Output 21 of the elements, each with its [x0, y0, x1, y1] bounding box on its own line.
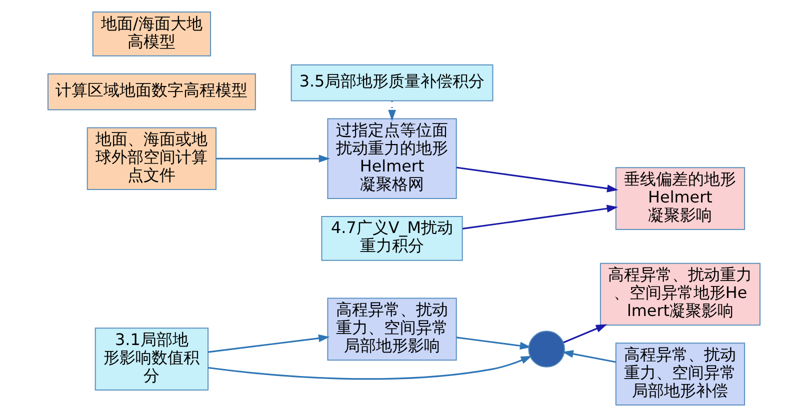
- arrow: [216, 154, 330, 163]
- arrow: [388, 101, 396, 122]
- arrow: [562, 350, 616, 363]
- node-box: 4.7广义V_M扰动重力积分: [320, 216, 462, 261]
- arrow: [456, 336, 531, 350]
- node-box: 高程异常、扰动重力、空间异常局部地形补偿: [614, 342, 745, 406]
- node-box: 计算区域地面数字高程模型: [47, 73, 256, 110]
- arrow: [456, 166, 618, 192]
- node-box: 地面、海面或地球外部空间计算点文件: [86, 127, 216, 190]
- node-box: 垂线偏差的地形Helmert凝聚影响: [614, 167, 745, 230]
- arrow: [462, 204, 618, 230]
- node-box: 地面/海面大地高模型: [92, 12, 211, 56]
- node-box: 高程异常、扰动重力、空间异常局部地形影响: [326, 298, 456, 361]
- node-box: 3.1局部地形影响数值积分: [94, 328, 208, 390]
- arrow: [208, 356, 532, 380]
- node-box: 过指定点等位面扰动重力的地形Helmert凝聚格网: [326, 118, 456, 200]
- node-box: 高程异常、扰动重力、空间异常地形Helmert凝聚影响: [599, 262, 760, 326]
- node-box: 3.5局部地形质量补偿积分: [290, 64, 493, 102]
- node-circle: [528, 330, 565, 368]
- arrow: [208, 334, 330, 353]
- arrow: [562, 324, 607, 344]
